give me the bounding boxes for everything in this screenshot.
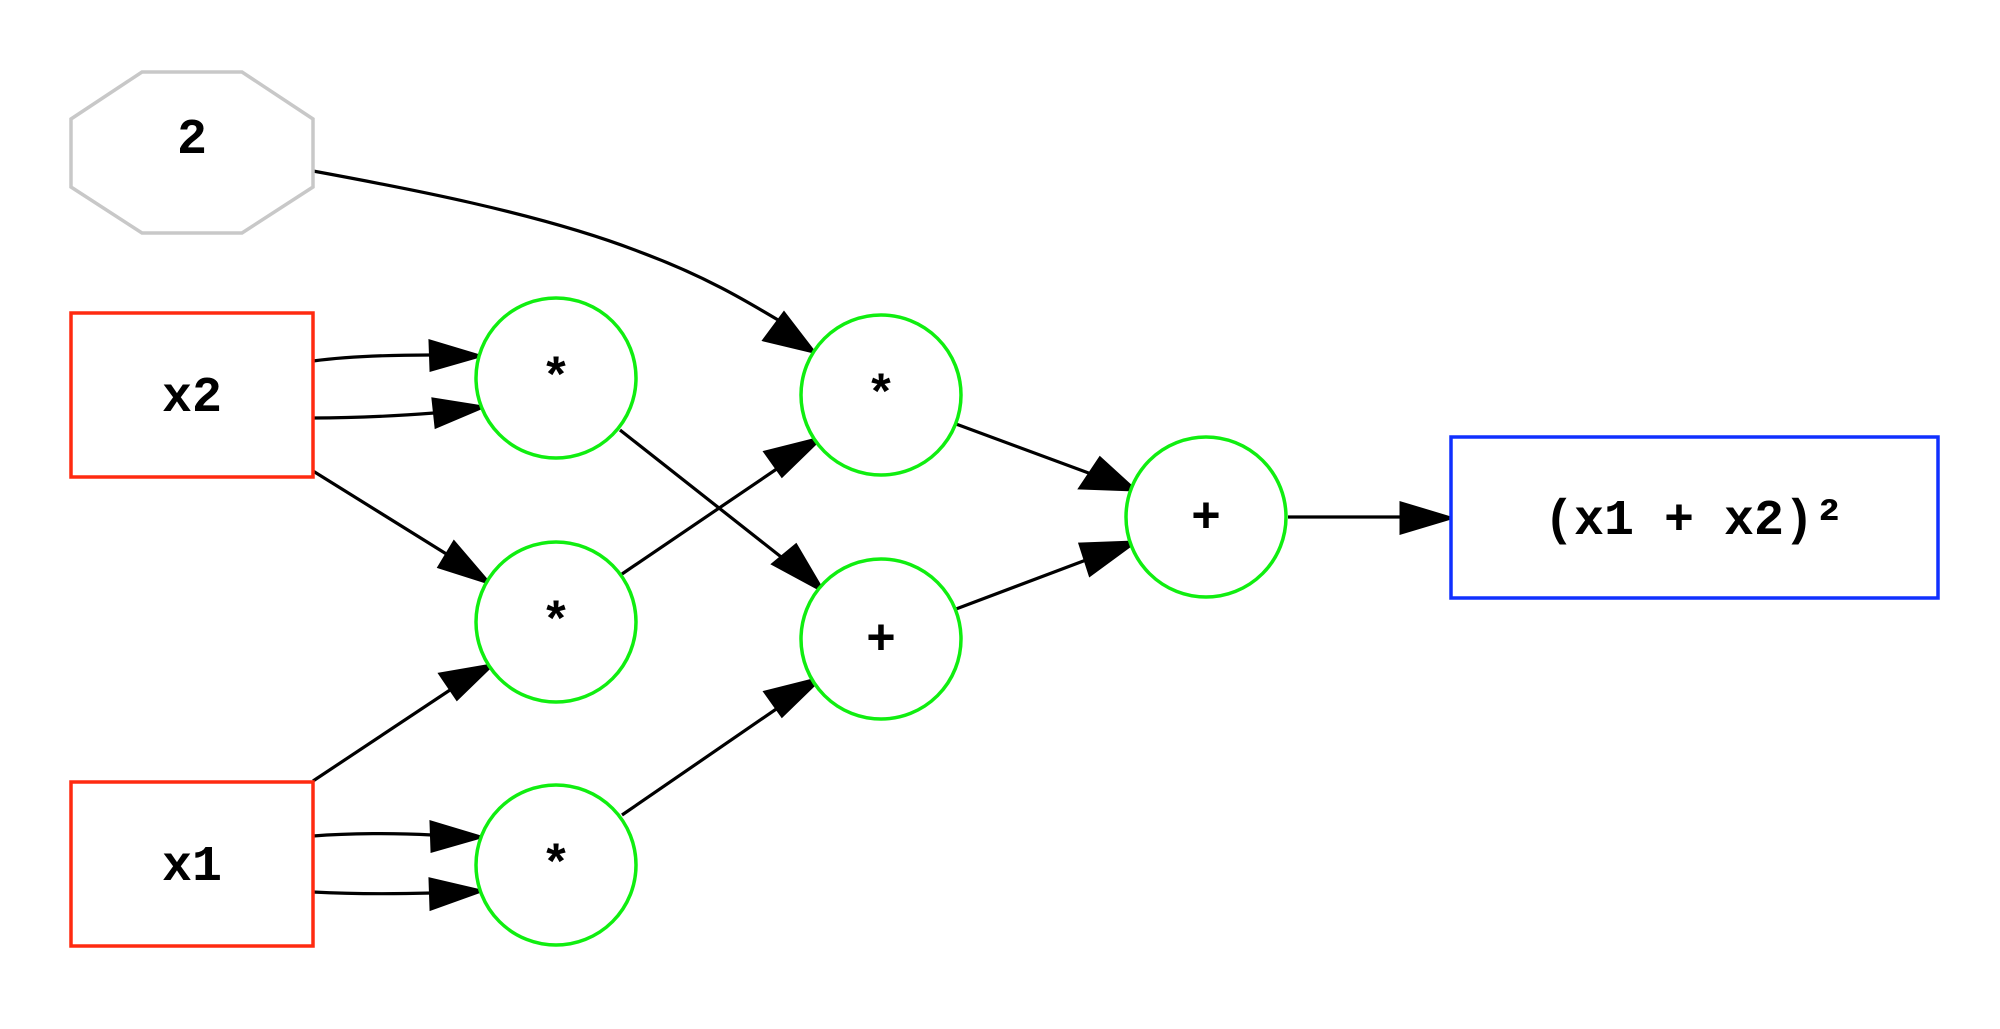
node-label: * — [541, 352, 571, 409]
edge-x1-to-mul-x1-x1-a — [312, 832, 433, 838]
edge-const-two-to-mul-two — [312, 169, 779, 322]
node-label: * — [541, 839, 571, 896]
node-label: x1 — [162, 839, 222, 896]
node-label: * — [866, 369, 896, 426]
edges — [312, 169, 1457, 912]
edge-x1-to-mul-x1-x2 — [312, 688, 451, 783]
arrowhead — [762, 435, 827, 479]
node-add-final: + — [1124, 435, 1288, 599]
circle-shape — [474, 540, 638, 704]
edge-x1-to-mul-x1-x1-b — [312, 890, 433, 896]
arrowhead — [429, 819, 487, 853]
arrowhead — [436, 539, 494, 587]
node-mul-x2-x2: * — [474, 296, 638, 460]
edge-x2-to-mul-x2-x2-a — [312, 353, 431, 363]
node-input-x1: x1 — [69, 780, 315, 948]
node-label: * — [541, 596, 571, 653]
arrowhead — [437, 662, 497, 702]
node-label: 2 — [177, 112, 207, 169]
arrowhead — [428, 338, 486, 372]
arrowhead — [1399, 500, 1457, 536]
edge-x2-to-mul-x2-x2-b — [312, 411, 435, 420]
node-const-two: 2 — [69, 70, 315, 235]
edge-mul-two-to-add-final — [955, 422, 1095, 477]
arrowhead — [431, 397, 489, 430]
node-label: + — [866, 613, 896, 670]
octagon-shape — [69, 70, 315, 235]
edge-mul-x1-x1-to-add-squares — [621, 701, 786, 817]
arrowhead — [761, 310, 818, 355]
edge-mul-x2-x2-to-add-squares — [619, 428, 786, 562]
edge-x2-to-mul-x1-x2 — [312, 469, 449, 557]
node-mul-two: * — [799, 313, 963, 477]
arrowhead — [770, 542, 828, 595]
node-add-squares: + — [799, 557, 963, 721]
box-shape — [69, 311, 315, 479]
circle-shape — [1124, 435, 1288, 599]
circle-shape — [799, 313, 963, 477]
node-output: (x1 + x2)² — [1449, 435, 1940, 600]
node-input-x2: x2 — [69, 311, 315, 479]
node-mul-x1-x2: * — [474, 540, 638, 704]
arrowhead — [1077, 455, 1140, 492]
node-mul-x1-x1: * — [474, 783, 638, 947]
arrowhead — [1077, 540, 1140, 578]
arrowhead — [762, 675, 827, 719]
node-label: (x1 + x2)² — [1544, 493, 1844, 550]
arrowhead — [428, 877, 487, 912]
circle-shape — [474, 783, 638, 947]
edge-add-squares-to-add-final — [955, 555, 1095, 611]
edge-mul-x1-x2-to-mul-two — [621, 462, 785, 576]
box-shape — [69, 780, 315, 948]
node-label: x2 — [162, 370, 222, 427]
node-label: + — [1191, 491, 1221, 548]
box-shape — [1449, 435, 1940, 600]
circle-shape — [799, 557, 963, 721]
circle-shape — [474, 296, 638, 460]
